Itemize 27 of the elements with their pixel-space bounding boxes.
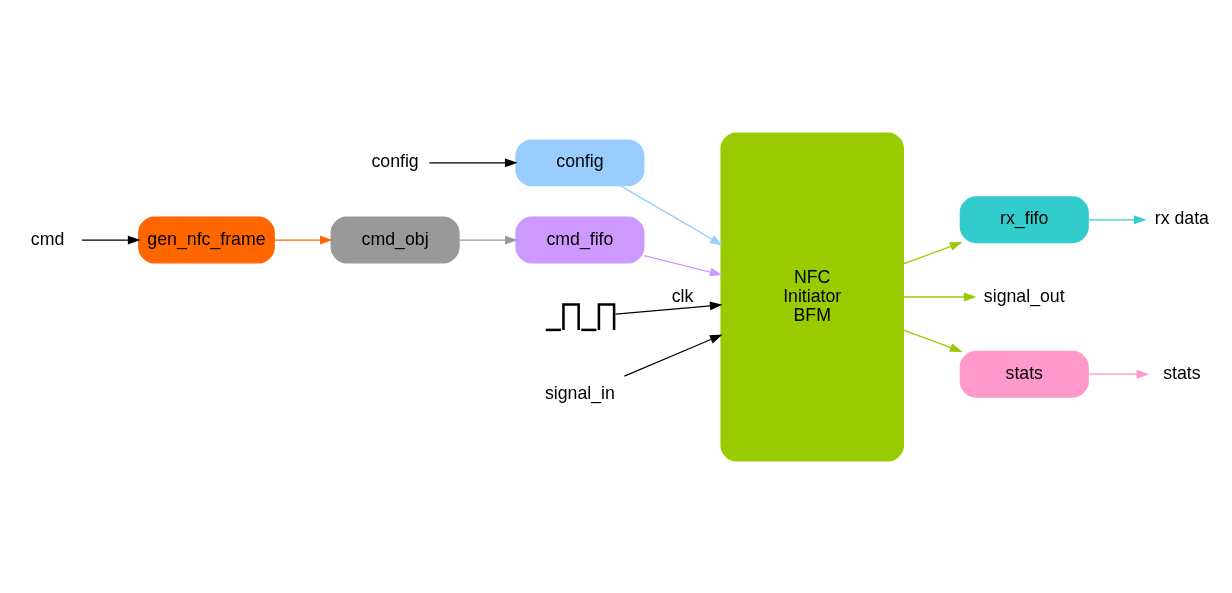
node-box: gen_nfc_frame (138, 216, 275, 263)
arrow (623, 333, 723, 377)
arrow (81, 235, 141, 244)
node-box: config (515, 138, 645, 186)
node-box: rx_fifo (959, 195, 1089, 243)
node-text: signal_out (983, 285, 1065, 306)
arrow (614, 301, 723, 315)
node-text: stats (1163, 362, 1201, 383)
arrow (1087, 369, 1150, 379)
arrow (1087, 214, 1147, 224)
node-text: cmd (30, 228, 65, 249)
arrow (428, 157, 518, 167)
arrow (620, 184, 723, 245)
node-text: rx data (1154, 207, 1209, 228)
node-box: cmd_fifo (515, 216, 645, 263)
arrow (643, 254, 723, 276)
node-box: NFC Initiator BFM (720, 131, 904, 462)
node-box: stats (959, 350, 1089, 398)
node-box: cmd_obj (330, 216, 460, 263)
arrow (458, 235, 518, 244)
arrow (902, 241, 963, 264)
arrow (273, 235, 333, 244)
edge-label: clk (671, 285, 694, 306)
arrow (902, 329, 963, 352)
node-text: signal_in (544, 382, 615, 403)
node-text: config (371, 151, 419, 171)
arrow (902, 292, 977, 301)
